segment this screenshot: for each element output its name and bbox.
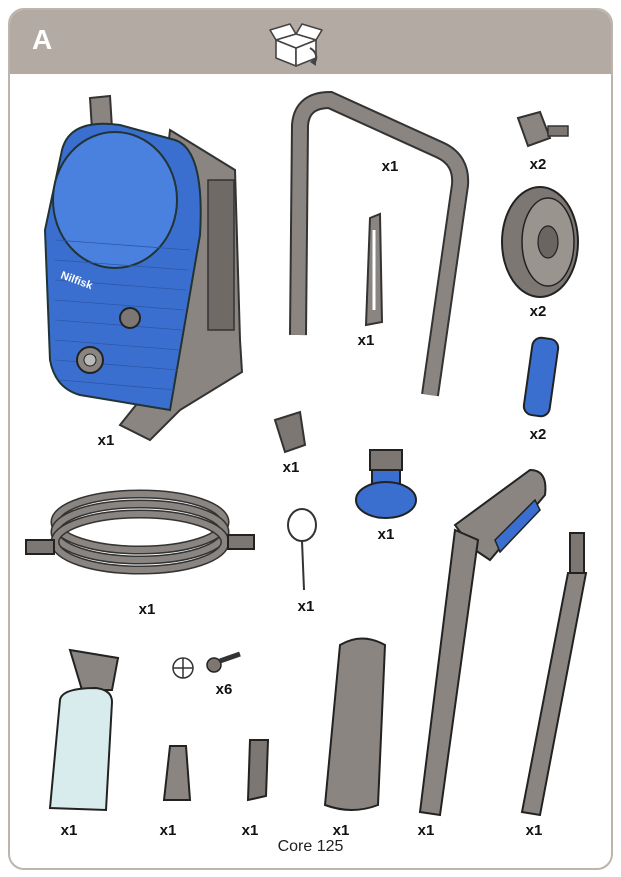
qty-hose: x1: [138, 601, 156, 618]
section-letter: A: [32, 24, 53, 55]
wheel-icon: [501, 186, 579, 298]
hook-icon: [364, 212, 384, 327]
holder-icon: [273, 410, 307, 454]
screw-icon: [172, 651, 241, 679]
qty-wheel: x2: [529, 303, 547, 320]
qty-needle: x1: [297, 598, 315, 615]
pressure-washer-icon: Nilfisk: [43, 94, 244, 442]
nozzle-icon: [162, 739, 270, 802]
section-header: A: [10, 10, 611, 74]
qty-washer: x1: [97, 432, 115, 449]
qty-holder: x1: [282, 459, 300, 476]
needle-icon: [287, 508, 317, 591]
qty-hook: x1: [357, 332, 375, 349]
qty-screws: x6: [215, 681, 233, 698]
qty-lance: x1: [525, 822, 543, 839]
qty-accessory-holder: x1: [332, 822, 350, 839]
axle-pin-icon: [516, 110, 569, 148]
bottle-icon: [48, 648, 120, 812]
lance-icon: [520, 532, 588, 817]
spray-gun-icon: [418, 468, 547, 817]
qty-axle: x2: [529, 156, 547, 173]
qty-nozzle-2: x1: [241, 822, 259, 839]
qty-nozzle-1: x1: [159, 822, 177, 839]
qty-connector: x1: [377, 526, 395, 543]
connector-icon: [355, 449, 417, 519]
accessory-holder-icon: [323, 637, 387, 811]
qty-gun: x1: [417, 822, 435, 839]
blue-clip-icon: [522, 336, 560, 418]
handle-icon: [289, 90, 470, 397]
qty-bottle: x1: [60, 822, 78, 839]
model-caption: Core 125: [277, 838, 344, 855]
hose-icon: [25, 489, 255, 575]
qty-clip: x2: [529, 426, 547, 443]
open-box-icon: [269, 23, 323, 67]
qty-handle: x1: [381, 158, 399, 175]
